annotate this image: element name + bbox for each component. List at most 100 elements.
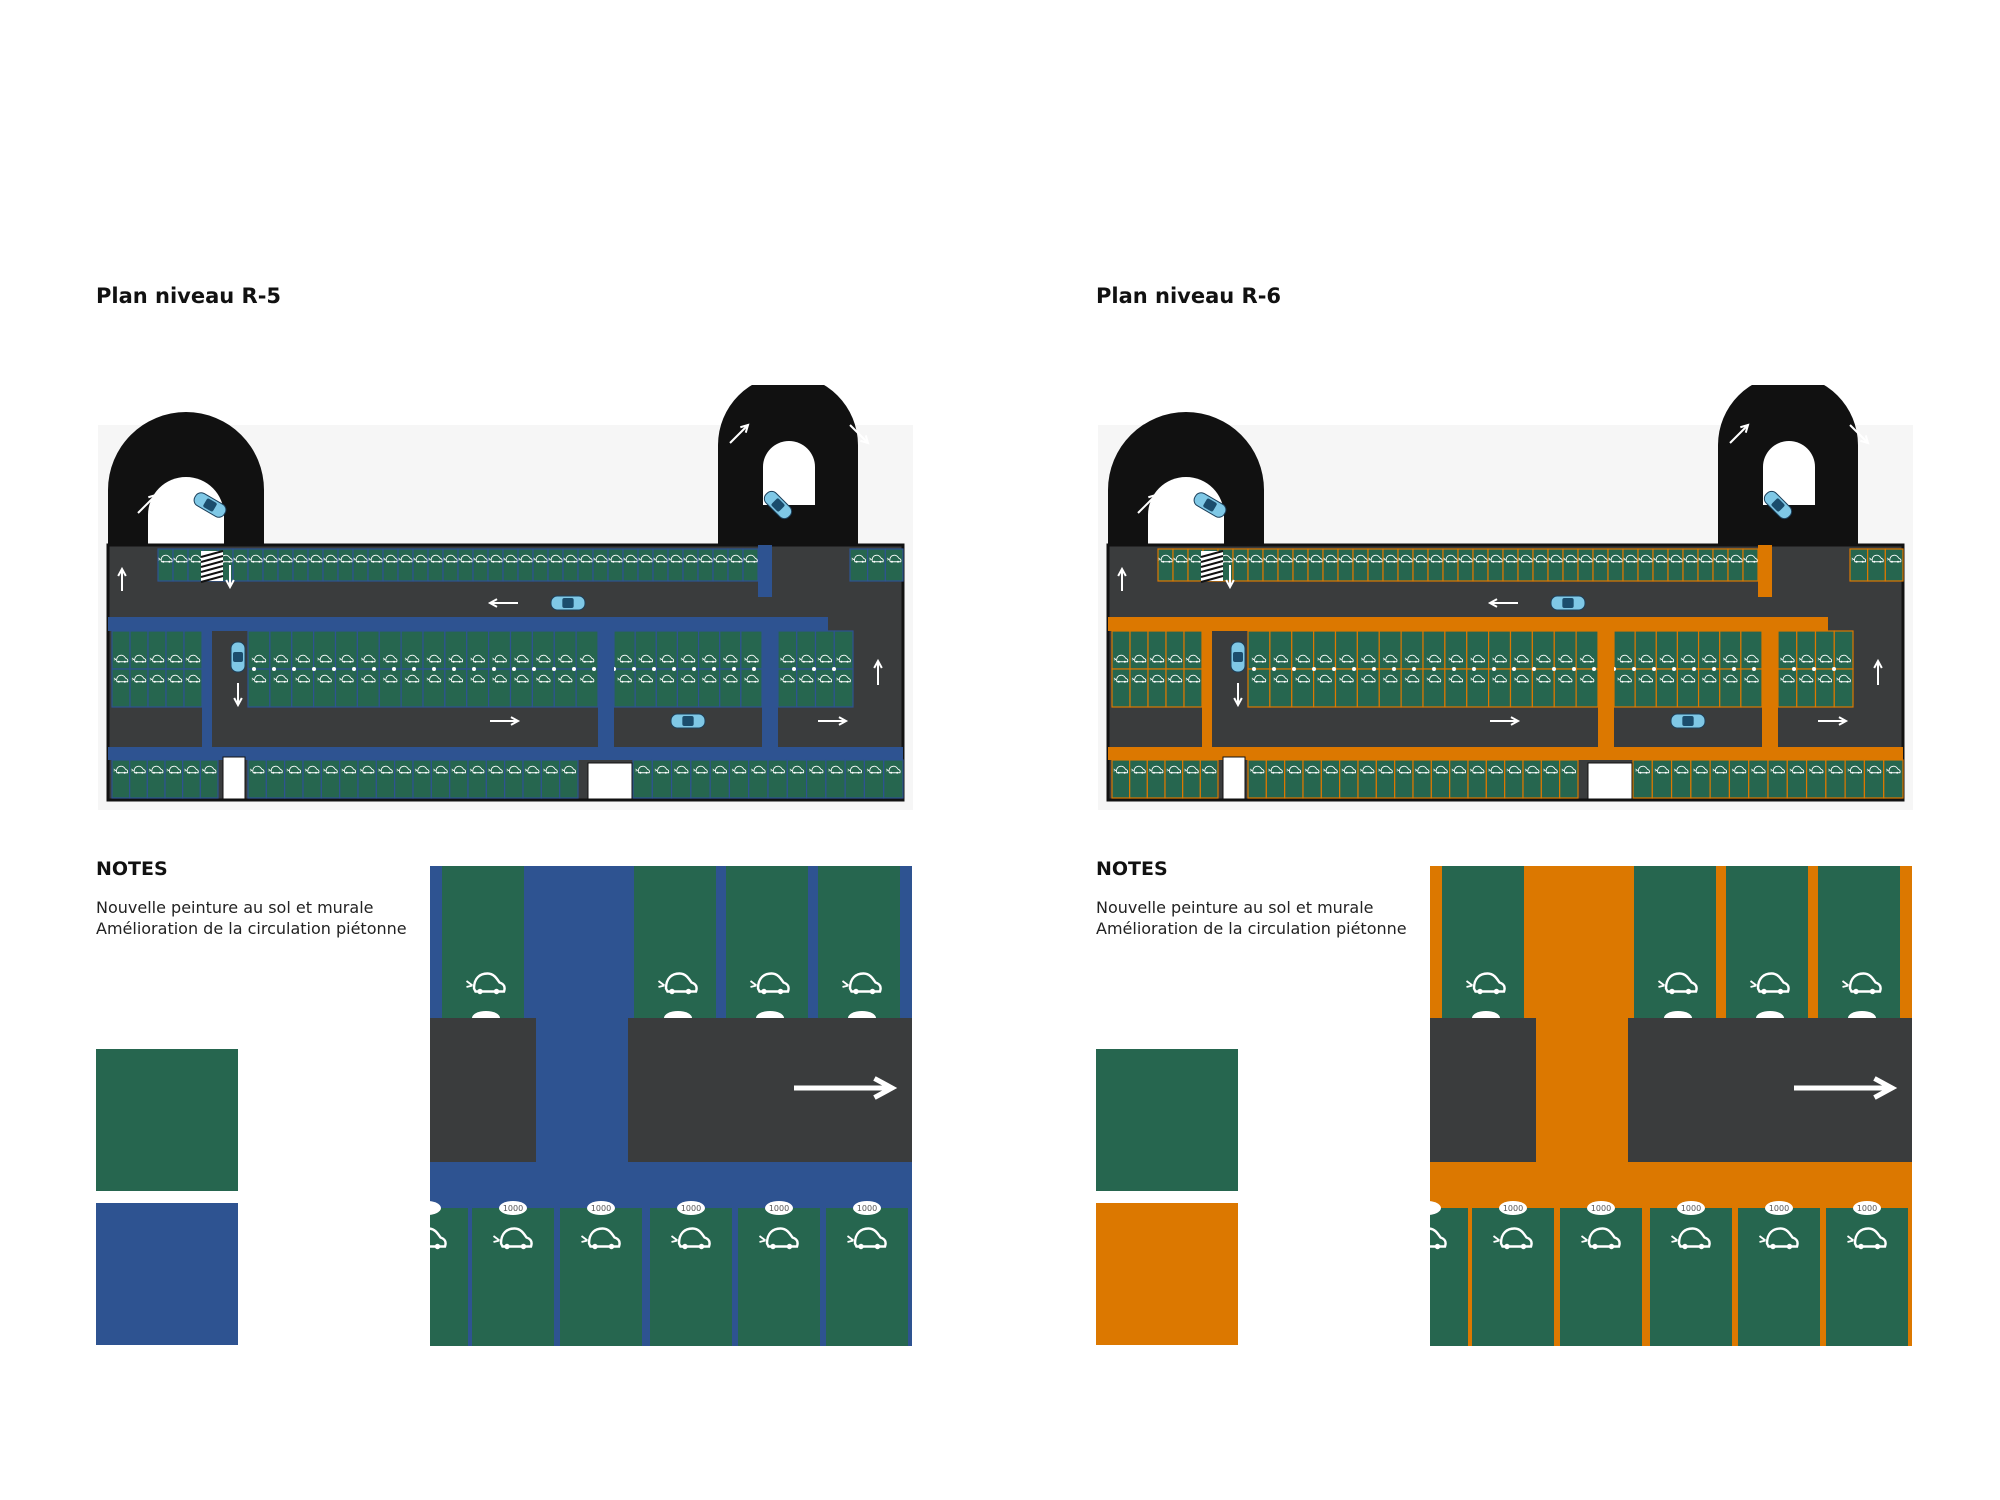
ev-charging-icon (398, 554, 413, 563)
parking-spot (690, 759, 711, 799)
parking-spot (146, 759, 166, 799)
ev-charging-icon (1448, 674, 1464, 683)
ev-charging-icon (1263, 554, 1278, 563)
parking-spot (531, 668, 555, 708)
ev-charging-icon (817, 674, 833, 683)
parking-spot (1269, 668, 1293, 708)
parking-spot (1613, 630, 1636, 670)
divider-dot (1632, 667, 1636, 671)
ramp-core-right (1763, 441, 1815, 505)
ev-charging-icon (533, 554, 548, 563)
divider-dot (292, 667, 296, 671)
parking-spot (531, 630, 555, 670)
ev-charging-icon (1744, 674, 1759, 683)
ev-charging-icon (563, 554, 578, 563)
ev-charging-icon (404, 654, 420, 663)
pedestrian-path (1108, 747, 1903, 760)
ev-charging-icon (1359, 765, 1375, 774)
parking-spot (697, 548, 714, 582)
ev-charging-icon (518, 554, 533, 563)
spot-number: 1000 (591, 1204, 611, 1213)
ev-charging-icon (1657, 972, 1698, 995)
ev-charging-icon (638, 674, 653, 683)
ev-charging-icon (1866, 765, 1882, 774)
parking-spot (111, 630, 131, 670)
divider-dot (732, 667, 736, 671)
panel-r5: Plan niveau R-5 NOTES Nouvelle peinture … (96, 284, 913, 1346)
car-icon (550, 595, 586, 611)
parking-spot (1247, 548, 1264, 582)
parking-spot (728, 759, 750, 799)
ev-charging-icon (635, 765, 650, 774)
parking-spot (472, 1208, 554, 1346)
parking-spot (1262, 548, 1279, 582)
divider-dot (1512, 667, 1516, 671)
ev-charging-icon (1113, 654, 1129, 663)
parking-spot (622, 548, 639, 582)
parking-spot (232, 548, 249, 582)
ev-charging-icon (1378, 765, 1393, 774)
parking-spot (1269, 630, 1293, 670)
divider-dot (252, 667, 256, 671)
divider-dot (632, 667, 636, 671)
ev-charging-icon (1341, 765, 1357, 774)
ev-charging-icon (1535, 654, 1551, 663)
parking-spot (676, 668, 700, 708)
ev-charging-icon (1701, 654, 1717, 663)
ev-charging-icon (323, 765, 338, 774)
ev-charging-icon (185, 674, 201, 683)
parking-spot (1111, 759, 1131, 799)
ev-charging-icon (382, 674, 398, 683)
ev-charging-icon (1653, 554, 1668, 563)
parking-spot (1487, 548, 1504, 582)
parking-spot (1825, 759, 1846, 799)
parking-spot (157, 548, 174, 582)
ev-charging-icon (295, 654, 310, 663)
parking-spot (1726, 866, 1808, 1018)
ev-charging-icon (1680, 654, 1696, 663)
spot-tag (1499, 1201, 1527, 1215)
parking-spot (1412, 759, 1432, 799)
ev-charging-icon (1113, 674, 1129, 683)
floor-plan (1098, 385, 1913, 810)
ev-charging-icon (323, 554, 338, 563)
ev-charging-icon (1841, 972, 1882, 995)
spot-number: 1000 (681, 1204, 701, 1213)
ev-charging-icon (166, 765, 182, 774)
parking-spot (449, 759, 469, 799)
parking-spot (1357, 759, 1377, 799)
ev-charging-icon (1353, 554, 1368, 563)
parking-spot (277, 548, 294, 582)
ev-charging-icon (1473, 554, 1488, 563)
divider-dot (532, 667, 536, 671)
parking-spot (1676, 668, 1700, 708)
parking-spot (1129, 668, 1149, 708)
ev-charging-icon (339, 654, 354, 663)
parking-spot (1517, 548, 1534, 582)
ev-charging-icon (1659, 654, 1675, 663)
parking-spot (172, 548, 189, 582)
ev-charging-icon (1360, 674, 1376, 683)
parking-spot (1356, 630, 1380, 670)
ev-charging-icon (1836, 674, 1851, 683)
parking-spot (1313, 668, 1337, 708)
parking-spot (247, 630, 271, 670)
parking-spot (1284, 759, 1304, 799)
parking-spot (1690, 759, 1711, 799)
ev-charging-icon (1339, 674, 1354, 683)
ev-charging-icon (448, 654, 464, 663)
parking-spot (1400, 630, 1424, 670)
pedestrian-swatch (96, 1203, 238, 1345)
ev-charging-icon (1722, 674, 1738, 683)
ev-charging-icon (251, 654, 267, 663)
parking-spot (1427, 548, 1444, 582)
parking-spot (1740, 668, 1763, 708)
road (430, 1018, 536, 1162)
ev-charging-icon (1770, 765, 1785, 774)
ev-charging-icon (1722, 654, 1738, 663)
parking-spot (1247, 759, 1267, 799)
parking-spot (1592, 548, 1609, 582)
arrow-icon (1818, 716, 1849, 726)
parking-spot (742, 548, 759, 582)
parking-spot (165, 630, 185, 670)
